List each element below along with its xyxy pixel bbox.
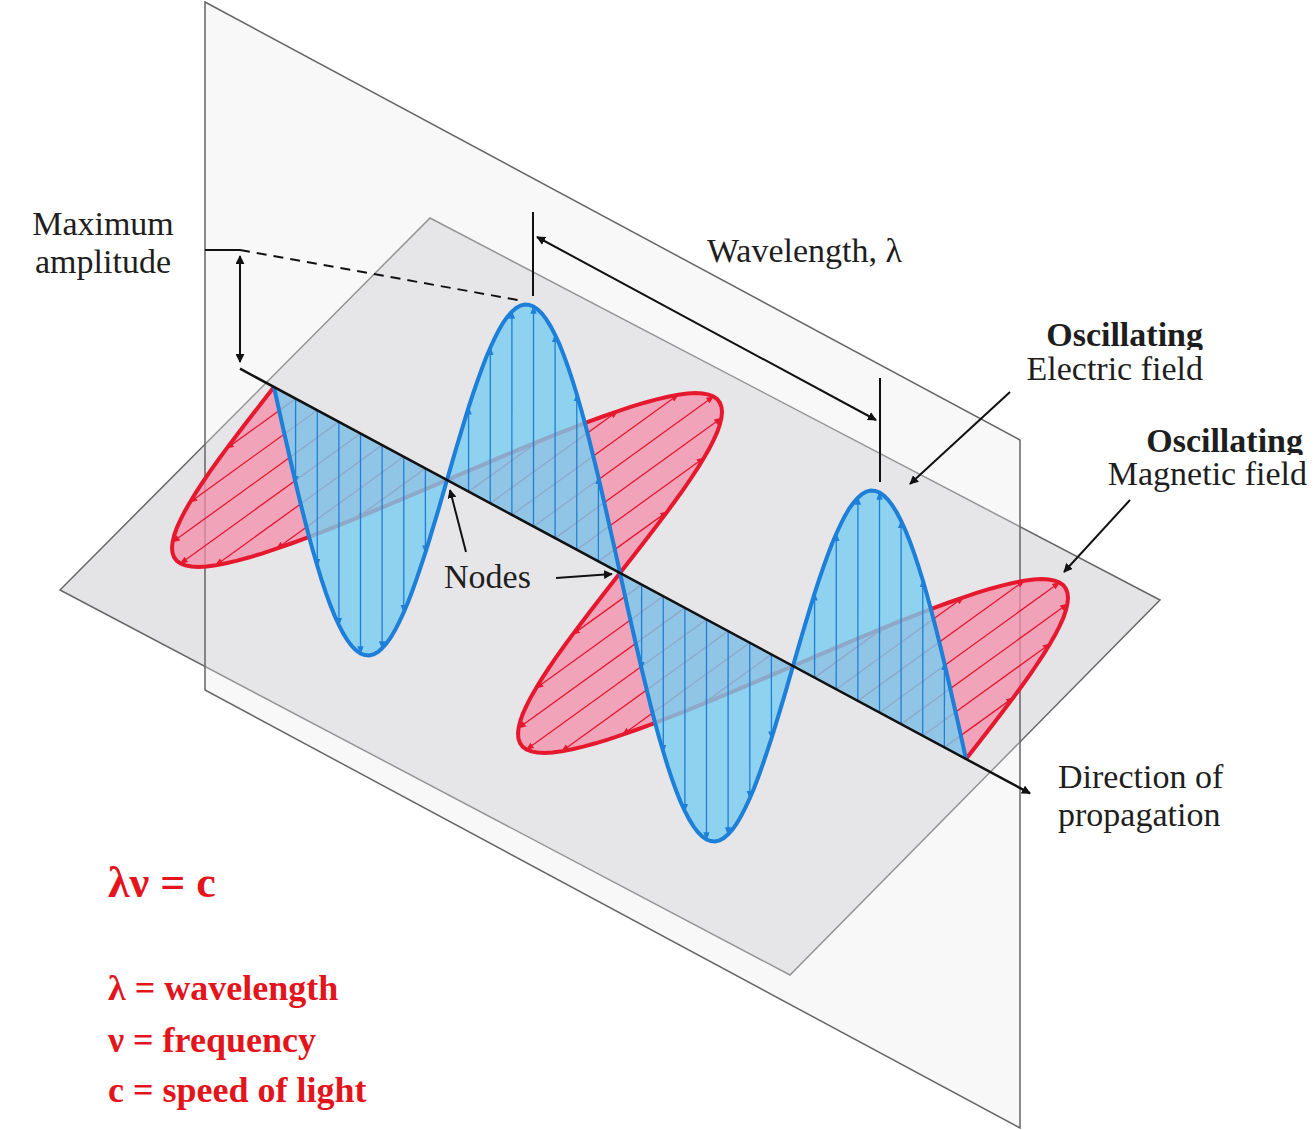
leader-line <box>1064 500 1130 572</box>
electric-vector <box>944 663 945 747</box>
electric-vector <box>771 654 772 738</box>
annotation-label: Wavelength, λ <box>704 232 960 270</box>
electric-vector <box>511 312 512 515</box>
electric-vector <box>900 521 901 724</box>
legend-definition: λ = wavelength <box>108 968 488 1008</box>
electric-lobe <box>274 387 447 655</box>
electric-vector <box>598 477 599 561</box>
electric-vector <box>727 631 728 834</box>
electric-vector <box>381 445 382 648</box>
propagation-axis <box>240 369 1030 794</box>
electric-vector <box>879 493 880 713</box>
electric-vector <box>338 422 339 625</box>
annotation-label: Direction of propagation <box>1058 758 1288 834</box>
electric-vector <box>706 620 707 840</box>
electric-vector <box>533 307 534 527</box>
legend-definition: ν = frequency <box>108 1020 488 1060</box>
electric-curve <box>793 491 966 759</box>
electric-vector <box>684 608 685 811</box>
electric-vector <box>554 335 555 538</box>
amplitude-arrow <box>239 256 241 362</box>
electric-vector <box>922 580 923 736</box>
electric-vector <box>663 596 664 752</box>
electric-vector <box>317 410 318 566</box>
annotation-label: Electric field <box>930 350 1206 388</box>
electric-vector <box>468 407 469 491</box>
electric-vector <box>403 457 404 613</box>
electric-lobe <box>620 573 793 841</box>
annotation-label: Oscillating <box>1000 316 1206 354</box>
electric-curve <box>447 305 620 573</box>
annotation-label: Nodes <box>444 558 556 596</box>
electric-vector <box>425 468 426 552</box>
electric-vector <box>836 534 837 690</box>
electric-lobe <box>447 305 620 573</box>
equation: λν = c <box>108 858 408 907</box>
wavelength-tick <box>532 212 534 296</box>
electric-vector <box>641 585 642 669</box>
electric-curve <box>620 573 793 841</box>
amplitude-dashed-line <box>240 250 518 300</box>
electric-lobe <box>793 491 966 759</box>
electric-curve <box>274 387 447 655</box>
electric-vector <box>814 593 815 677</box>
annotation-label: Magnetic field <box>1028 455 1310 493</box>
vertical-plane <box>205 2 1020 1128</box>
electric-vector <box>295 399 296 483</box>
leader-line <box>450 490 466 552</box>
legend-definition: c = speed of light <box>108 1070 488 1110</box>
electric-vector <box>857 498 858 701</box>
electric-vector <box>360 434 361 654</box>
electric-vector <box>749 643 750 799</box>
electric-vector <box>576 394 577 550</box>
amplitude-line <box>205 249 240 251</box>
leader-line <box>556 574 612 578</box>
annotation-label: Maximum amplitude <box>8 205 198 281</box>
leader-line <box>910 392 1010 484</box>
electric-vector <box>490 348 491 504</box>
wavelength-tick <box>879 378 881 482</box>
